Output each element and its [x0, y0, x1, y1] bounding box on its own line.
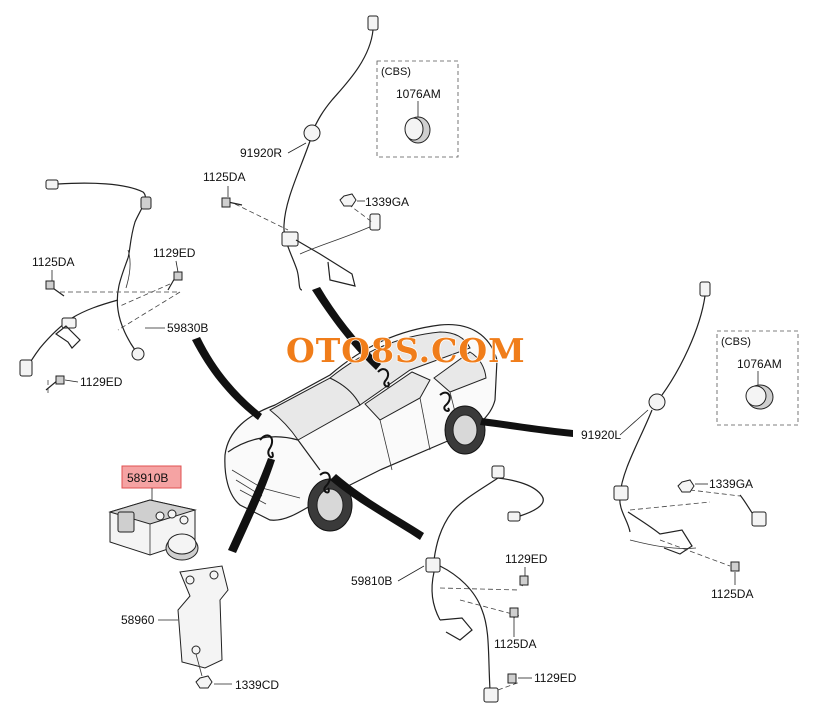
- cbs-part-right: 1076AM: [737, 357, 782, 371]
- label-1125da-left: 1125DA: [32, 255, 74, 269]
- sensor-rear-right-assembly: 1129ED 59810B 1125DA 1129ED: [351, 465, 577, 703]
- cbs-part-top: 1076AM: [396, 87, 441, 101]
- label-58910b: 58910B: [127, 471, 168, 485]
- cbs-box-right: (CBS) 1076AM: [716, 330, 799, 426]
- label-1339ga-right: 1339GA: [709, 477, 753, 491]
- label-59810b: 59810B: [351, 574, 392, 588]
- label-1129ed-right-bottom: 1129ED: [534, 671, 577, 685]
- label-1125da-bottom: 1125DA: [494, 637, 536, 651]
- sensor-front-right-assembly: 91920R 1125DA 1339GA: [203, 15, 409, 291]
- label-1125da-right: 1125DA: [711, 587, 753, 601]
- highlight-58910b: [121, 465, 182, 489]
- cbs-title-right: (CBS): [721, 336, 751, 348]
- callout-swooshes: [192, 287, 573, 553]
- watermark-text: OTO8S.COM: [286, 331, 526, 370]
- label-59830b: 59830B: [167, 321, 208, 335]
- sensor-rear-left-assembly: 1125DA 1129ED 59830B 1129ED: [19, 179, 208, 396]
- cbs-box-top: (CBS) 1076AM: [376, 60, 459, 158]
- label-58960: 58960: [121, 613, 155, 627]
- label-1129ed-left-bottom: 1129ED: [80, 375, 123, 389]
- hydraulic-unit-assembly: 58910B: [108, 465, 199, 561]
- bracket-assembly: 58960 1339CD: [121, 565, 279, 692]
- label-1129ed-left-top: 1129ED: [153, 246, 196, 260]
- sensor-front-left-assembly: 91920L 1339GA 1125DA: [581, 281, 767, 601]
- label-91920l: 91920L: [581, 428, 621, 442]
- label-91920r: 91920R: [240, 146, 282, 160]
- label-1129ed-right-top: 1129ED: [505, 552, 548, 566]
- label-1339ga-top: 1339GA: [365, 195, 409, 209]
- label-1339cd: 1339CD: [235, 678, 279, 692]
- cbs-title-top: (CBS): [381, 66, 411, 78]
- car-illustration: [224, 323, 498, 532]
- label-1125da-top: 1125DA: [203, 170, 245, 184]
